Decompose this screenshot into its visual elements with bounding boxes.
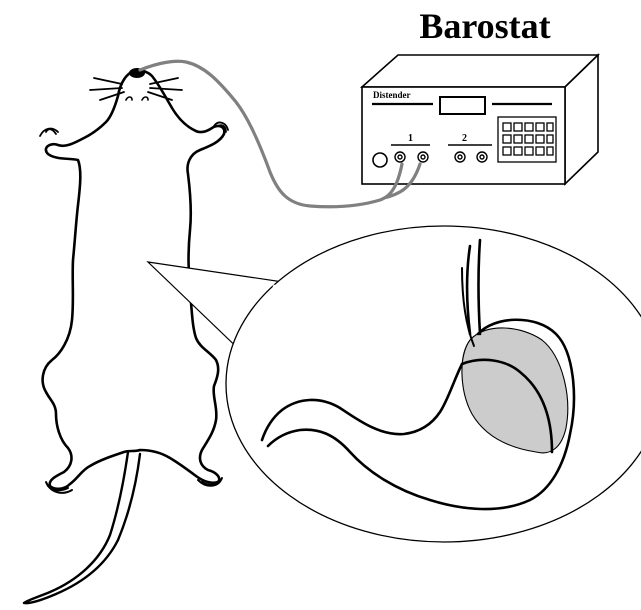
device-label: Distender — [373, 90, 411, 100]
rat-left-eye — [126, 97, 132, 100]
esophagus-right — [479, 240, 481, 334]
diagram-title: Barostat — [419, 6, 550, 46]
barostat-device — [362, 55, 598, 184]
device-top-face — [362, 55, 598, 87]
rat-left-foreclaw — [40, 129, 58, 136]
rat-whiskers — [90, 78, 182, 100]
magnifier-callout — [148, 226, 641, 542]
port-label-1: 1 — [408, 133, 413, 144]
rat-right-eye — [142, 97, 148, 100]
port-label-2: 2 — [462, 133, 467, 144]
rat-outline — [24, 70, 228, 603]
callout-circle — [226, 226, 641, 542]
rat-tail — [24, 452, 140, 603]
